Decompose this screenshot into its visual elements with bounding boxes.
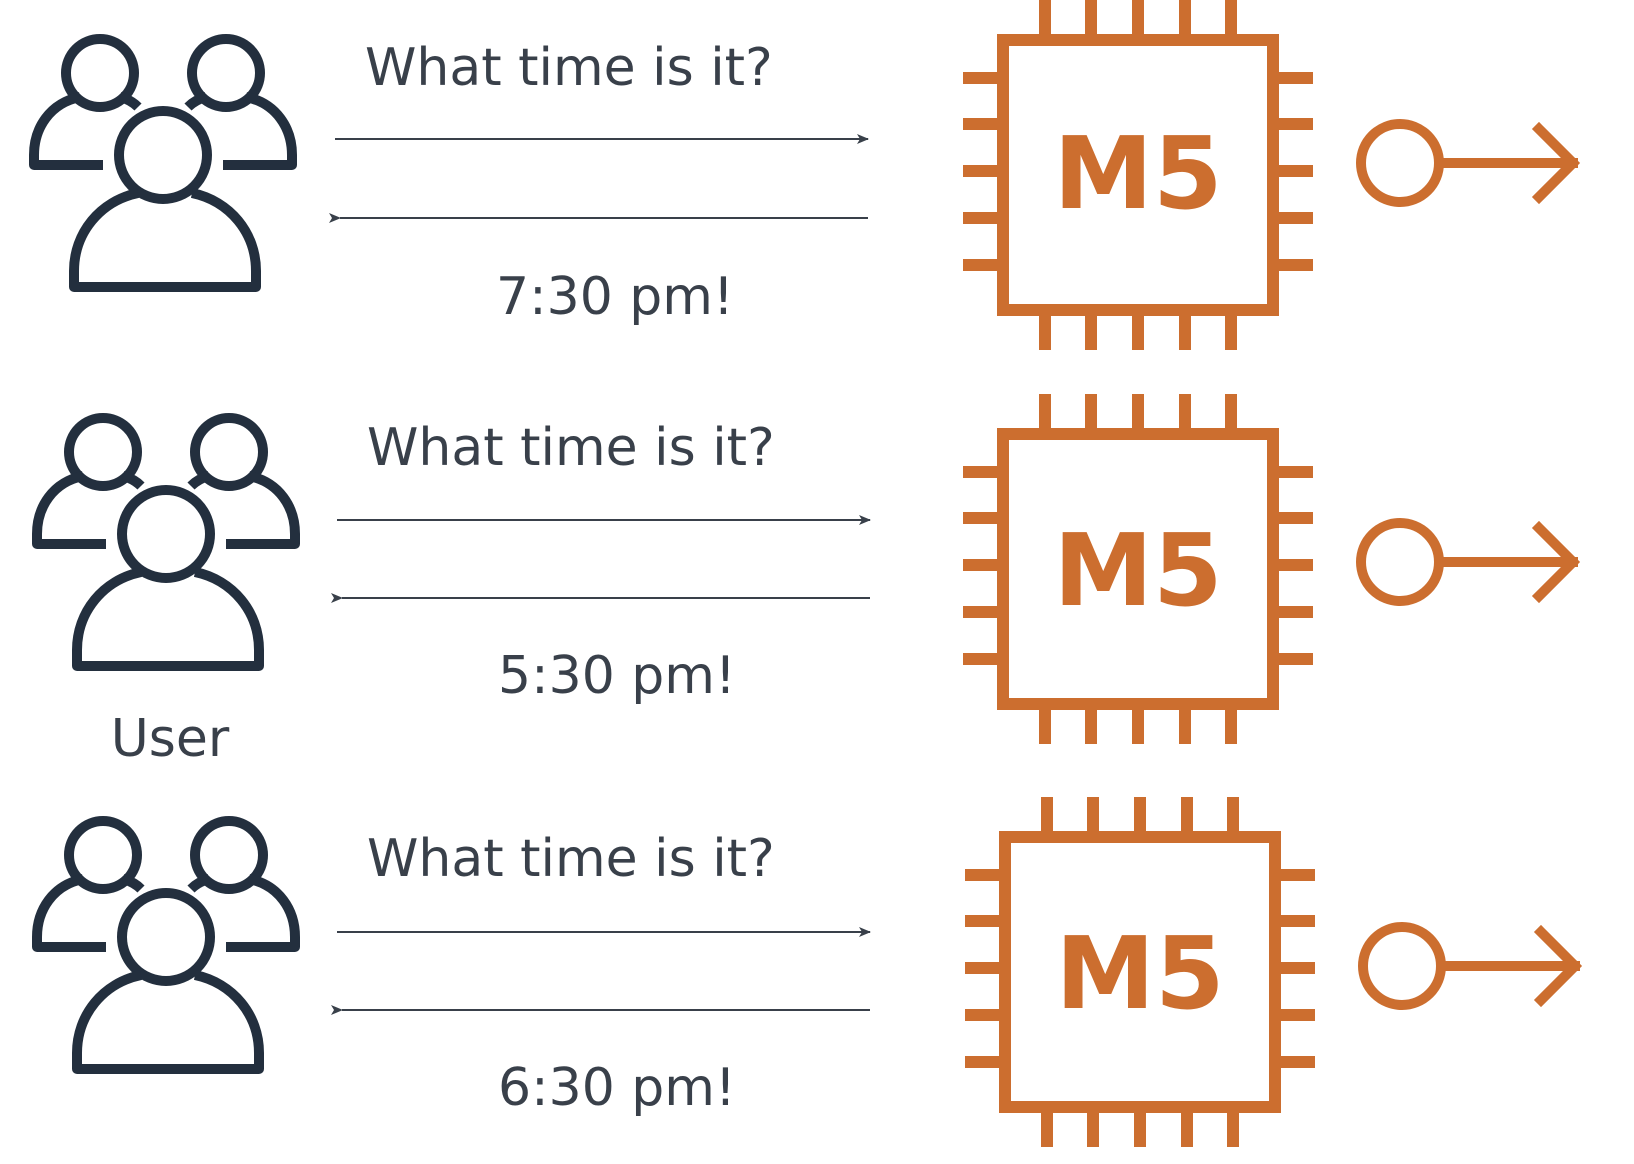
- question-label: What time is it?: [367, 829, 775, 889]
- users-group-icon: [37, 821, 295, 1069]
- answer-label: 7:30 pm!: [496, 267, 734, 327]
- ec2-m5-chip-icon: M5: [965, 797, 1315, 1147]
- ec2-m5-chip-icon: M5: [963, 0, 1313, 350]
- row-3: What time is it? 6:30 pm! M5: [37, 797, 1575, 1147]
- server-label: M5: [1055, 915, 1224, 1032]
- circle-arrow-out-icon: [1363, 927, 1575, 1005]
- server-label: M5: [1053, 512, 1222, 629]
- circle-arrow-out-icon: [1361, 124, 1573, 202]
- question-label: What time is it?: [365, 38, 773, 98]
- answer-label: 5:30 pm!: [498, 646, 736, 706]
- question-label: What time is it?: [367, 418, 775, 478]
- users-group-icon: [37, 418, 295, 666]
- row-1: What time is it? 7:30 pm! M5: [34, 0, 1573, 350]
- user-label: User: [111, 709, 230, 769]
- users-group-icon: [34, 39, 292, 287]
- server-label: M5: [1053, 115, 1222, 232]
- ec2-m5-chip-icon: M5: [963, 394, 1313, 744]
- row-2: User What time is it? 5:30 pm! M5: [37, 394, 1573, 769]
- answer-label: 6:30 pm!: [498, 1058, 736, 1118]
- circle-arrow-out-icon: [1361, 523, 1573, 601]
